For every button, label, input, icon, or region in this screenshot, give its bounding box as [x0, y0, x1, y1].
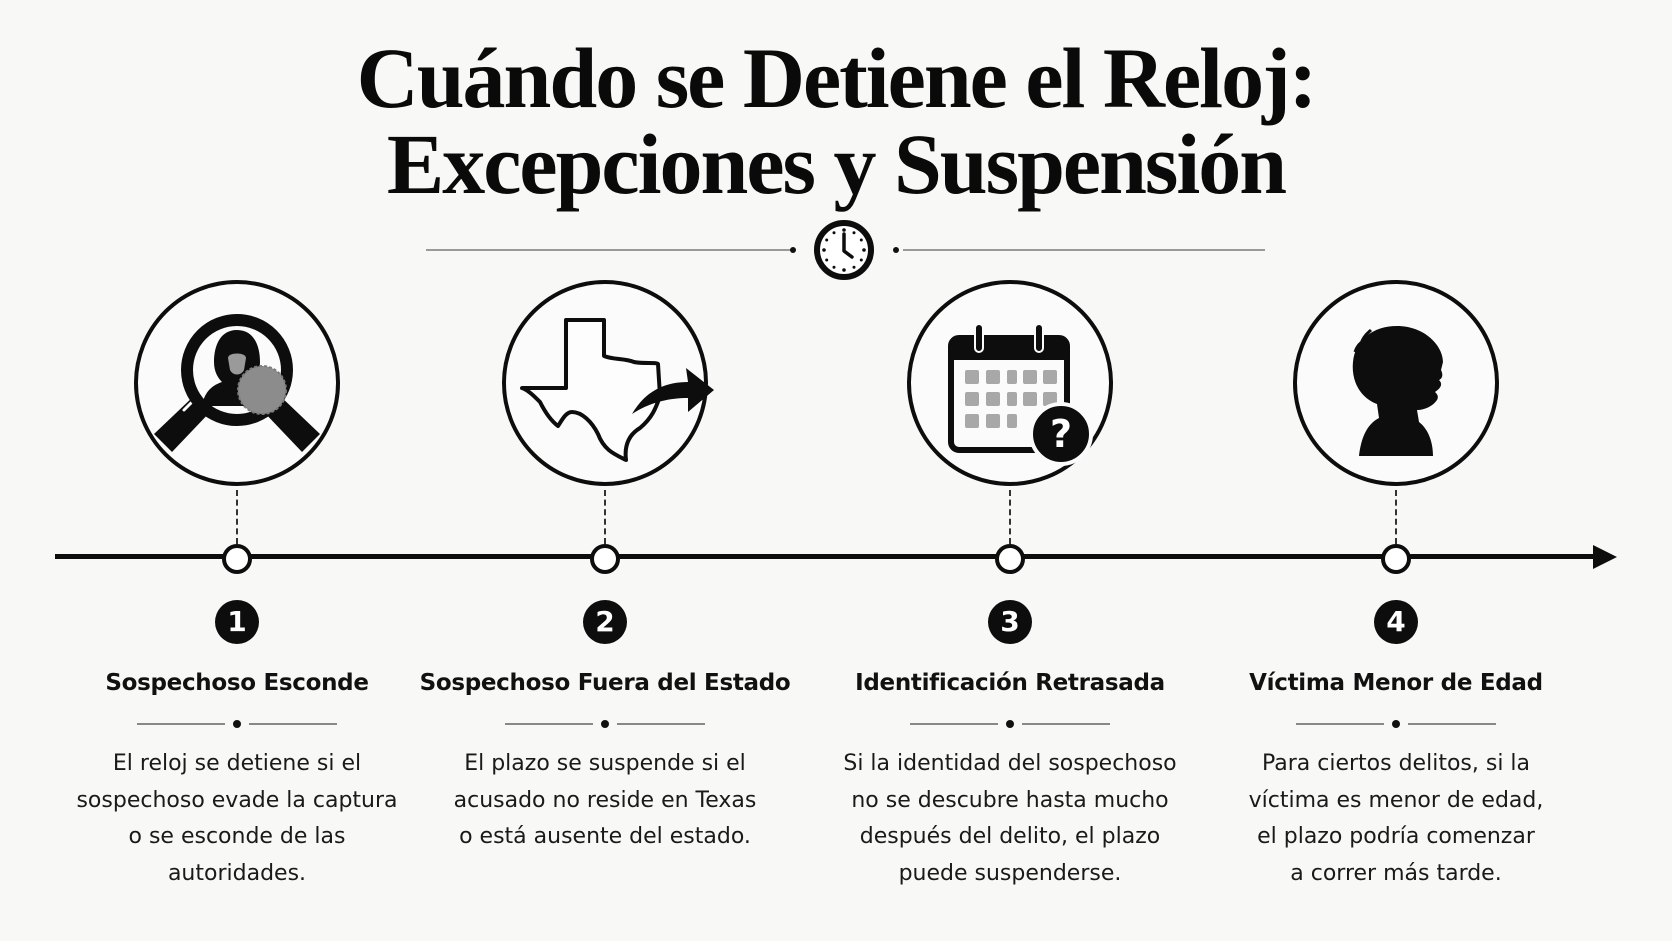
step-2-icon-circle [502, 280, 714, 486]
body-line: después del delito, el plazo [859, 824, 1161, 849]
svg-text:?: ? [1050, 412, 1072, 456]
body-line: autoridades. [167, 860, 307, 886]
ornament-dot-left [790, 247, 796, 253]
body-line: a correr más tarde. [1290, 860, 1502, 886]
step-1-badge: 1 [215, 600, 259, 644]
body-line: sospechoso evade la captura [76, 787, 398, 813]
body-line: puede suspenderse. [898, 860, 1122, 886]
step-3-heading: Identificación Retrasada [855, 670, 1165, 696]
step-4-body: Para ciertos delitos, si la víctima es m… [1206, 746, 1586, 892]
timeline-node-4 [1381, 544, 1411, 574]
step-2-body: El plazo se suspende si el acusado no re… [415, 746, 795, 856]
step-2-divider [505, 718, 705, 730]
connector-2 [604, 490, 606, 544]
step-1-icon-circle [134, 280, 340, 486]
step-4-heading: Víctima Menor de Edad [1249, 670, 1543, 696]
timeline-node-1 [222, 544, 252, 574]
child-silhouette-icon [1352, 326, 1443, 456]
step-2-heading: Sospechoso Fuera del Estado [419, 670, 791, 696]
page-title-line-1: Cuándo se Detiene el Reloj: [356, 30, 1318, 126]
body-line: Si la identidad del sospechoso [843, 751, 1177, 776]
body-line: El reloj se detiene si el [112, 751, 362, 776]
ornament-line-right [903, 249, 1265, 251]
clock-icon [814, 220, 874, 280]
body-line: Para ciertos delitos, si la [1261, 751, 1531, 776]
connector-1 [236, 490, 238, 544]
step-1-divider [137, 718, 337, 730]
step-1-body: El reloj se detiene si el sospechoso eva… [47, 746, 427, 892]
step-3-body: Si la identidad del sospechoso no se des… [820, 746, 1200, 892]
body-line: no se descubre hasta mucho [851, 787, 1169, 813]
step-2-badge: 2 [583, 600, 627, 644]
step-1-heading: Sospechoso Esconde [105, 670, 369, 696]
texas-map-arrow-icon [520, 318, 714, 462]
connector-3 [1009, 490, 1011, 544]
step-3-divider [910, 718, 1110, 730]
timeline-node-2 [590, 544, 620, 574]
step-3-badge: 3 [988, 600, 1032, 644]
timeline-node-3 [995, 544, 1025, 574]
body-line: o se esconde de las [128, 824, 346, 849]
calendar-question-icon: ? [948, 323, 1093, 466]
body-line: el plazo podría comenzar [1257, 824, 1535, 849]
magnifier-hooded-suspect-icon [154, 314, 320, 452]
connector-4 [1395, 490, 1397, 544]
body-line: acusado no reside en Texas [453, 787, 757, 813]
body-line: o está ausente del estado. [459, 824, 751, 849]
page-title-line-2: Excepciones y Suspensión [386, 116, 1287, 212]
timeline-arrow-icon [1593, 545, 1617, 569]
body-line: El plazo se suspende si el [464, 751, 746, 776]
step-4-icon-circle [1293, 280, 1499, 486]
ornament-line-left [426, 249, 792, 251]
step-3-icon-circle: ? [907, 280, 1113, 486]
body-line: víctima es menor de edad, [1248, 787, 1544, 813]
step-4-badge: 4 [1374, 600, 1418, 644]
ornament-dot-right [893, 247, 899, 253]
step-4-divider [1296, 718, 1496, 730]
timeline-axis [55, 554, 1595, 559]
